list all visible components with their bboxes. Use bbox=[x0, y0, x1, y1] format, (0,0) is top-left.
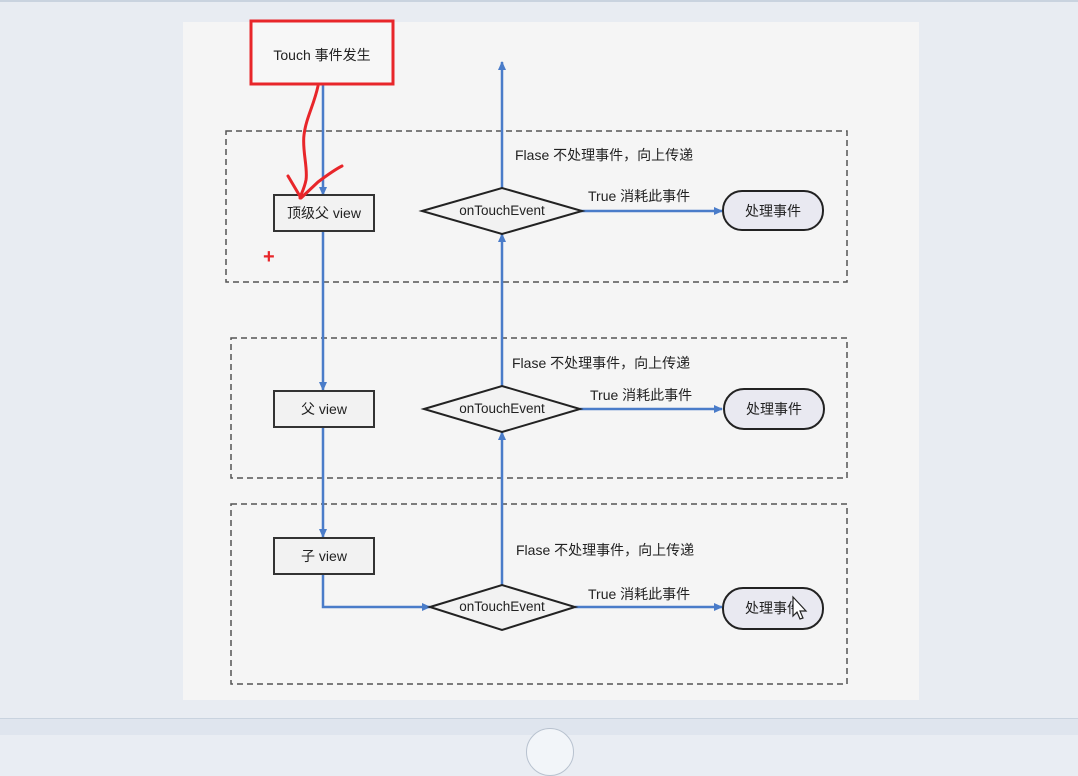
decision-label-2: onTouchEvent bbox=[459, 401, 545, 416]
group-frame-middle bbox=[230, 337, 848, 479]
handle-event-label-3: 处理事件 bbox=[745, 600, 801, 616]
view-label-child: 子 view bbox=[301, 548, 348, 564]
group-frame-top bbox=[225, 130, 848, 283]
true-label-1: True 消耗此事件 bbox=[588, 188, 690, 204]
decision-diamond-3 bbox=[426, 583, 579, 632]
view-box-child bbox=[273, 537, 375, 575]
handle-event-3 bbox=[722, 587, 824, 630]
false-label-1: Flase 不处理事件，向上传递 bbox=[515, 147, 693, 163]
decision-diamond-2 bbox=[420, 384, 584, 434]
decision-label-1: onTouchEvent bbox=[459, 203, 545, 218]
false-label-3: Flase 不处理事件，向上传递 bbox=[516, 542, 694, 558]
red-annotation-arrow bbox=[298, 84, 320, 200]
bottom-toolbar bbox=[0, 718, 1078, 735]
bottom-control-knob[interactable] bbox=[526, 728, 574, 776]
arrow-child-to-decision bbox=[321, 574, 431, 611]
false-label-2: Flase 不处理事件，向上传递 bbox=[512, 355, 690, 371]
start-label: Touch 事件发生 bbox=[273, 47, 370, 63]
true-label-2: True 消耗此事件 bbox=[590, 387, 692, 403]
view-box-parent bbox=[273, 390, 375, 428]
handle-event-1 bbox=[722, 190, 824, 231]
start-highlight-box bbox=[249, 19, 395, 86]
red-annotation-arrowhead bbox=[286, 164, 344, 200]
view-label-top: 顶级父 view bbox=[287, 205, 362, 221]
decision-label-3: onTouchEvent bbox=[459, 599, 545, 614]
true-label-3: True 消耗此事件 bbox=[588, 586, 690, 602]
handle-event-label-2: 处理事件 bbox=[746, 401, 802, 417]
flowchart: Touch 事件发生 顶级父 view 父 view 子 view onTouc… bbox=[225, 19, 848, 685]
view-label-parent: 父 view bbox=[301, 401, 348, 417]
view-box-top bbox=[273, 194, 375, 232]
group-frame-bottom bbox=[230, 503, 848, 685]
decision-diamond-1 bbox=[418, 186, 586, 236]
mouse-cursor-icon bbox=[792, 595, 808, 620]
handle-event-label-1: 处理事件 bbox=[745, 203, 801, 219]
plus-marker: + bbox=[263, 246, 275, 268]
handle-event-2 bbox=[723, 388, 825, 430]
